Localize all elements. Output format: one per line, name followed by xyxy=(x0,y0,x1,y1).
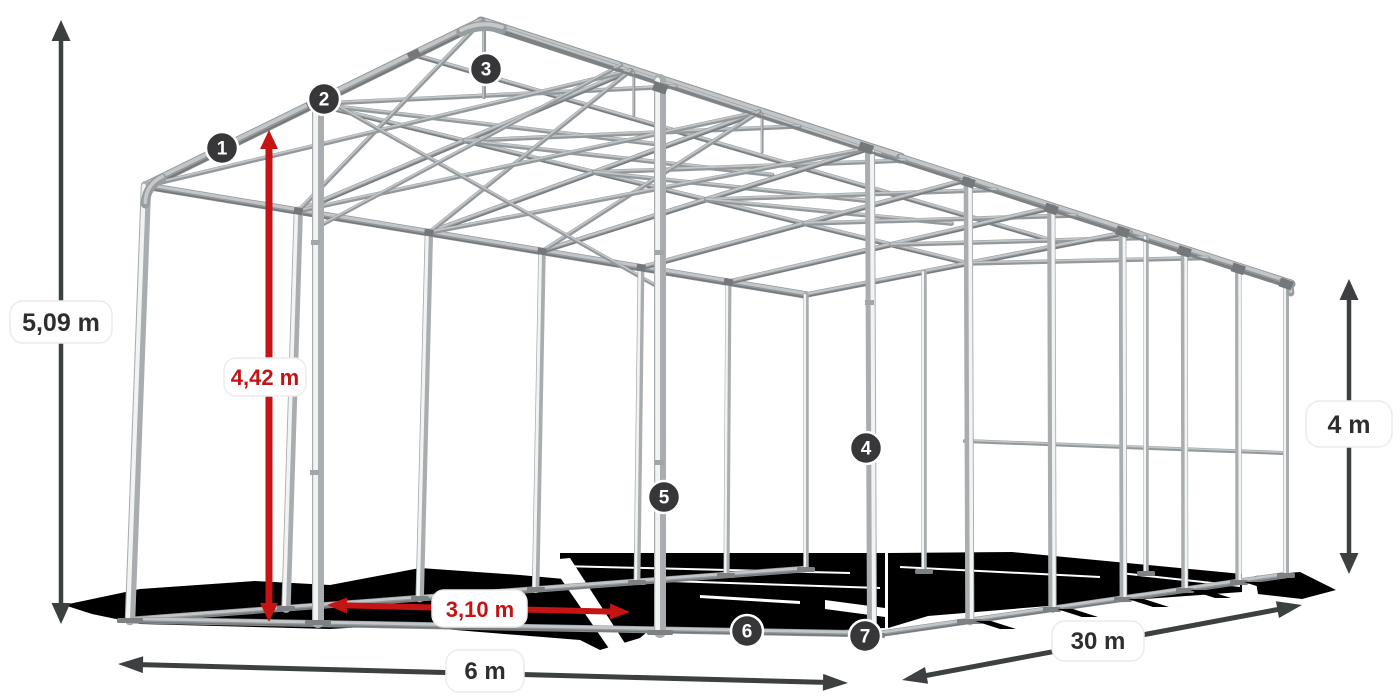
svg-text:4: 4 xyxy=(861,439,872,460)
svg-text:5,09 m: 5,09 m xyxy=(22,309,100,337)
svg-text:6: 6 xyxy=(742,622,753,643)
svg-text:4,42 m: 4,42 m xyxy=(231,365,300,390)
svg-text:7: 7 xyxy=(860,627,871,648)
svg-text:3: 3 xyxy=(481,60,492,81)
svg-text:30 m: 30 m xyxy=(1071,628,1126,655)
svg-text:2: 2 xyxy=(319,90,330,111)
svg-text:1: 1 xyxy=(217,139,228,160)
svg-text:6 m: 6 m xyxy=(464,658,505,685)
svg-text:3,10 m: 3,10 m xyxy=(446,597,515,622)
svg-text:4 m: 4 m xyxy=(1327,411,1370,439)
svg-text:5: 5 xyxy=(659,488,670,509)
